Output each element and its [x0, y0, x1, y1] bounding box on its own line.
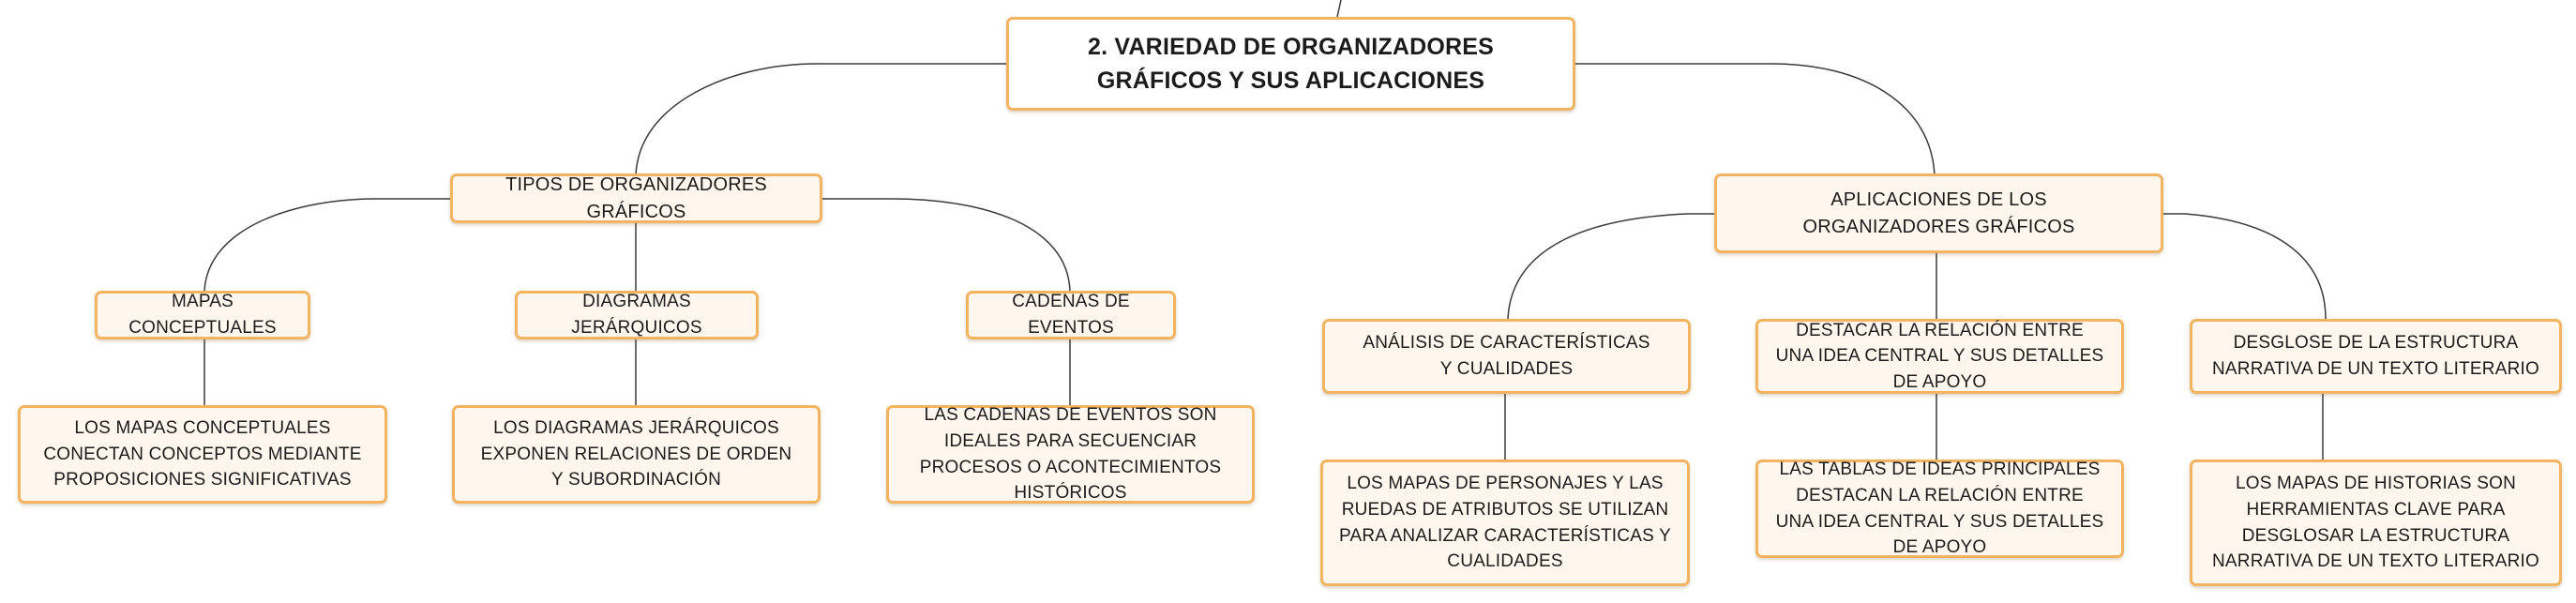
topic-label: DESTACAR LA RELACIÓN ENTRE UNA IDEA CENT… — [1775, 320, 2104, 392]
detail-node-analisis[interactable]: LOS MAPAS DE PERSONAJES Y LAS RUEDAS DE … — [1320, 460, 1690, 586]
detail-node-destacar[interactable]: LAS TABLAS DE IDEAS PRINCIPALES DESTACAN… — [1755, 460, 2124, 558]
topic-node-destacar[interactable]: DESTACAR LA RELACIÓN ENTRE UNA IDEA CENT… — [1755, 319, 2124, 394]
topic-node-mapas-conceptuales[interactable]: MAPAS CONCEPTUALES — [95, 291, 310, 339]
connector-root-to-tipos — [635, 63, 1006, 177]
topic-node-cadenas-de-eventos[interactable]: CADENAS DE EVENTOS — [966, 291, 1176, 339]
detail-node-desglose[interactable]: LOS MAPAS DE HISTORIAS SON HERRAMIENTAS … — [2190, 460, 2562, 586]
topic-label: MAPAS CONCEPTUALES — [128, 292, 277, 338]
detail-text: LOS MAPAS CONCEPTUALES CONECTAN CONCEPTO… — [43, 418, 362, 490]
detail-node-diagramas-jerarquicos[interactable]: LOS DIAGRAMAS JERÁRQUICOS EXPONEN RELACI… — [452, 405, 821, 504]
topic-node-diagramas-jerarquicos[interactable]: DIAGRAMAS JERÁRQUICOS — [515, 291, 759, 339]
branch-node-tipos[interactable]: TIPOS DE ORGANIZADORES GRÁFICOS — [450, 173, 822, 223]
topic-label: DIAGRAMAS JERÁRQUICOS — [571, 292, 702, 338]
topic-label: ANÁLISIS DE CARACTERÍSTICAS Y CUALIDADES — [1363, 333, 1650, 379]
branch-label-aplicaciones: APLICACIONES DE LOS ORGANIZADORES GRÁFIC… — [1802, 188, 2075, 237]
detail-text: LOS MAPAS DE PERSONAJES Y LAS RUEDAS DE … — [1339, 474, 1671, 572]
topic-label: CADENAS DE EVENTOS — [1012, 292, 1130, 338]
detail-text: LAS CADENAS DE EVENTOS SON IDEALES PARA … — [919, 405, 1222, 504]
root-node[interactable]: 2. VARIEDAD DE ORGANIZADORES GRÁFICOS Y … — [1006, 17, 1575, 111]
connector-root-top — [1336, 0, 1342, 18]
detail-text: LAS TABLAS DE IDEAS PRINCIPALES DESTACAN… — [1775, 460, 2104, 558]
connector-tipos-to-mapas — [203, 198, 450, 292]
root-label: 2. VARIEDAD DE ORGANIZADORES GRÁFICOS Y … — [1088, 33, 1494, 94]
detail-text: LOS MAPAS DE HISTORIAS SON HERRAMIENTAS … — [2212, 474, 2539, 572]
connector-tipos-to-cadenas — [822, 198, 1071, 292]
branch-node-aplicaciones[interactable]: APLICACIONES DE LOS ORGANIZADORES GRÁFIC… — [1714, 173, 2163, 253]
detail-node-mapas-conceptuales[interactable]: LOS MAPAS CONCEPTUALES CONECTAN CONCEPTO… — [18, 405, 387, 504]
topic-label: DESGLOSE DE LA ESTRUCTURA NARRATIVA DE U… — [2212, 333, 2539, 379]
connector-aplic-to-analisis — [1507, 213, 1714, 320]
topic-node-analisis[interactable]: ANÁLISIS DE CARACTERÍSTICAS Y CUALIDADES — [1322, 319, 1691, 394]
connector-root-to-aplicaciones — [1575, 63, 1936, 177]
detail-node-cadenas-de-eventos[interactable]: LAS CADENAS DE EVENTOS SON IDEALES PARA … — [886, 405, 1255, 504]
topic-node-desglose[interactable]: DESGLOSE DE LA ESTRUCTURA NARRATIVA DE U… — [2190, 319, 2562, 394]
detail-text: LOS DIAGRAMAS JERÁRQUICOS EXPONEN RELACI… — [480, 418, 792, 490]
branch-label-tipos: TIPOS DE ORGANIZADORES GRÁFICOS — [505, 173, 767, 222]
connector-aplic-to-desglose — [2163, 213, 2327, 320]
